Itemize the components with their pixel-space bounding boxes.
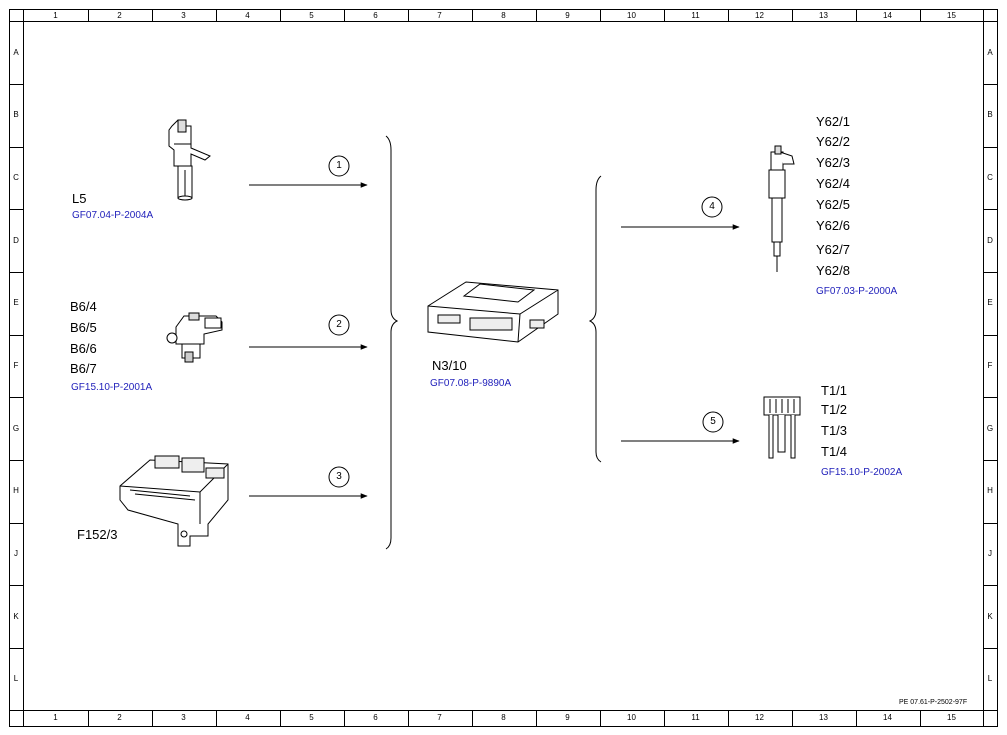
signal-arrows (249, 182, 740, 499)
grid-column-label: 14 (883, 11, 892, 20)
grid-column-label: 6 (373, 713, 378, 722)
reference-link-y62[interactable]: GF07.03-P-2000A (816, 286, 898, 297)
grid-column-label: 7 (437, 713, 442, 722)
grid-column-label: 7 (437, 11, 442, 20)
grid-column-label: 11 (691, 11, 700, 20)
arrow-number-circles (328, 155, 724, 488)
arrow-number-2: 2 (336, 319, 342, 330)
control-unit-drawing (427, 281, 559, 343)
grid-column-label: 1 (53, 713, 58, 722)
grid-column-label: 2 (117, 713, 122, 722)
component-label-y62-6: Y62/6 (816, 218, 850, 233)
grid-row-label: J (988, 548, 992, 558)
grid-column-label: 8 (501, 11, 506, 20)
grid-row-label: J (14, 548, 18, 558)
component-label-y62-8: Y62/8 (816, 263, 850, 278)
grid-row-label: K (13, 611, 19, 621)
component-label-y62-3: Y62/3 (816, 155, 850, 170)
component-label-y62-5: Y62/5 (816, 197, 850, 212)
component-label-b6-5: B6/5 (70, 320, 97, 335)
fuel-injector-drawing (768, 145, 795, 272)
grid-row-label: K (987, 611, 993, 621)
grid-column-label: 13 (819, 713, 828, 722)
grid-row-label: B (13, 110, 19, 120)
fuse-relay-module-drawing (119, 455, 229, 547)
component-label-y62-1: Y62/1 (816, 114, 850, 129)
output-brace (588, 175, 602, 463)
grid-column-label: 3 (181, 11, 186, 20)
arrow-number-1: 1 (336, 160, 342, 171)
grid-column-label: 10 (627, 11, 636, 20)
grid-row-label: B (987, 110, 993, 120)
grid-row-label: D (13, 235, 19, 245)
grid-row-label: A (13, 47, 19, 57)
coil-plug-drawing (763, 396, 801, 459)
grid-row-label: D (987, 235, 993, 245)
grid-row-label: E (987, 298, 993, 308)
sheet-frame (9, 9, 998, 727)
grid-column-label: 4 (245, 11, 250, 20)
grid-column-label: 13 (819, 11, 828, 20)
grid-row-label: L (987, 674, 993, 684)
grid-column-label: 10 (627, 713, 636, 722)
grid-column-label: 5 (309, 713, 314, 722)
grid-row-label: A (987, 47, 993, 57)
grid-column-label: 15 (947, 713, 956, 722)
arrow-number-3: 3 (336, 471, 342, 482)
component-label-b6-7: B6/7 (70, 361, 97, 376)
component-label-y62-4: Y62/4 (816, 176, 850, 191)
component-label-n3-10: N3/10 (432, 358, 467, 373)
grid-row-label: C (987, 173, 993, 183)
component-label-f152-3: F152/3 (77, 527, 118, 542)
component-label-b6-6: B6/6 (70, 341, 97, 356)
component-label-t1-1: T1/1 (821, 383, 848, 398)
grid-row-label: F (987, 361, 993, 370)
grid-column-label: 15 (947, 11, 956, 20)
grid-column-label: 8 (501, 713, 506, 722)
grid-row-label: H (987, 486, 993, 496)
grid-column-label: 4 (245, 713, 250, 722)
grid-column-label: 12 (755, 11, 764, 20)
grid-column-label: 9 (565, 713, 570, 722)
drawing-code: PE 07.61-P-2502-97F (899, 699, 968, 706)
component-label-t1-3: T1/3 (821, 423, 848, 438)
input-brace (385, 135, 399, 550)
grid-row-label: C (13, 173, 19, 183)
arrow-number-5: 5 (710, 416, 716, 427)
grid-column-label: 11 (691, 713, 700, 722)
component-label-t1-4: T1/4 (821, 444, 848, 459)
reference-link-l5[interactable]: GF07.04-P-2004A (72, 210, 154, 221)
reference-link-t1[interactable]: GF15.10-P-2002A (821, 467, 903, 478)
grid-column-label: 3 (181, 713, 186, 722)
grid-row-label: H (13, 486, 19, 496)
arrow-number-4: 4 (709, 201, 715, 212)
camshaft-sensor-drawing (166, 312, 223, 363)
reference-link-b6[interactable]: GF15.10-P-2001A (71, 382, 153, 393)
component-label-l5: L5 (72, 191, 87, 206)
grid-column-label: 2 (117, 11, 122, 20)
grid-column-label: 6 (373, 11, 378, 20)
component-label-y62-2: Y62/2 (816, 134, 850, 149)
grid-column-label: 1 (53, 11, 58, 20)
component-label-t1-2: T1/2 (821, 402, 848, 417)
grid-row-label: G (12, 423, 20, 433)
reference-link-n3-10[interactable]: GF07.08-P-9890A (430, 378, 512, 389)
grid-column-label: 5 (309, 11, 314, 20)
grid-column-label: 14 (883, 713, 892, 722)
grid-row-label: L (13, 674, 19, 684)
grid-column-label: 9 (565, 11, 570, 20)
component-label-y62-7: Y62/7 (816, 242, 850, 257)
grid-row-label: F (13, 361, 19, 370)
grid-ticks (9, 9, 998, 727)
grid-row-label: E (13, 298, 19, 308)
component-label-b6-4: B6/4 (70, 299, 97, 314)
grid-column-label: 12 (755, 713, 764, 722)
grid-row-label: G (986, 423, 994, 433)
crankshaft-sensor-drawing (168, 119, 211, 201)
